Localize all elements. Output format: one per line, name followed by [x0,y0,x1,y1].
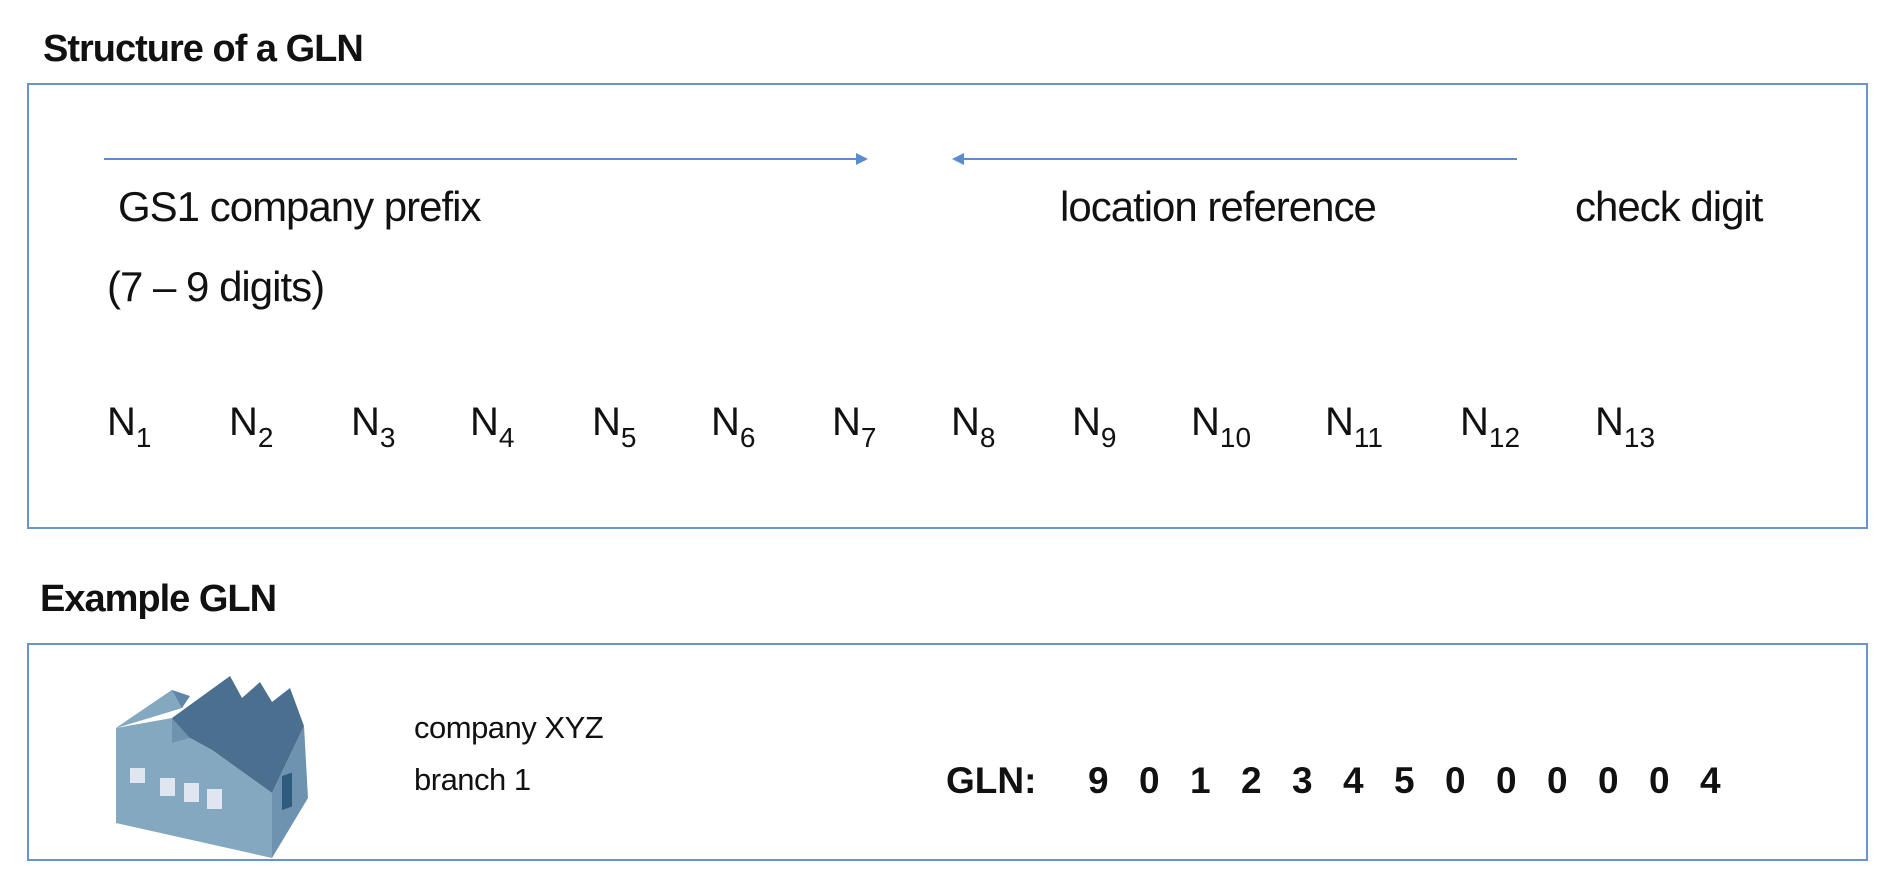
position-index: 12 [1488,422,1521,453]
position-letter: N [951,400,980,444]
position-index: 2 [257,422,274,453]
structure-box [27,83,1868,529]
position-letter: N [1072,400,1101,444]
digit-position: N11 [1325,402,1383,452]
location-reference-arrow [952,153,1517,165]
structure-title: Structure of a GLN [43,28,364,70]
digit-position: N3 [351,402,395,452]
company-prefix-label: GS1 company prefix [118,183,482,230]
position-letter: N [1460,400,1489,444]
position-letter: N [229,400,258,444]
digit-position: N1 [107,402,151,452]
position-index: 7 [860,422,877,453]
position-index: 4 [498,422,515,453]
digit-position: N13 [1595,402,1655,452]
gln-digit: 0 [1547,760,1568,801]
position-index: 6 [739,422,756,453]
gln-digit: 9 [1088,760,1109,801]
gln-digit: 1 [1190,760,1211,801]
gln-digit: 0 [1139,760,1160,801]
position-letter: N [711,400,740,444]
digit-position: N4 [470,402,514,452]
position-letter: N [107,400,136,444]
position-letter: N [1325,400,1354,444]
digit-position: N6 [711,402,755,452]
factory-icon [116,676,308,858]
gln-digit: 4 [1343,760,1364,801]
position-index: 3 [379,422,396,453]
position-letter: N [832,400,861,444]
digit-position: N9 [1072,402,1116,452]
position-letter: N [1595,400,1624,444]
gln-digit: 0 [1649,760,1670,801]
position-letter: N [1191,400,1220,444]
gln-digit: 0 [1598,760,1619,801]
gln-digit: 3 [1292,760,1313,801]
position-index: 5 [620,422,637,453]
position-letter: N [351,400,380,444]
company-prefix-arrow [104,153,868,165]
example-box [27,643,1868,861]
example-title: Example GLN [40,578,277,620]
digit-position: N2 [229,402,273,452]
digit-position: N12 [1460,402,1520,452]
digit-position: N5 [592,402,636,452]
gln-digit: 5 [1394,760,1415,801]
position-index: 8 [979,422,996,453]
digit-position: N8 [951,402,995,452]
location-reference-label: location reference [1060,183,1377,230]
position-index: 13 [1623,422,1656,453]
digit-position: N10 [1191,402,1251,452]
gln-digit: 4 [1700,760,1721,801]
gln-digit: 2 [1241,760,1262,801]
company-name: company XYZ [414,710,604,745]
position-index: 9 [1100,422,1117,453]
position-index: 10 [1219,422,1252,453]
position-index: 1 [135,422,152,453]
gln-digit: 0 [1496,760,1517,801]
position-letter: N [470,400,499,444]
check-digit-label: check digit [1575,183,1763,230]
gln-digit: 0 [1445,760,1466,801]
gln-label: GLN: [946,760,1037,801]
digit-position: N7 [832,402,876,452]
company-prefix-digits: (7 – 9 digits) [107,263,325,310]
position-index: 11 [1353,422,1383,453]
position-letter: N [592,400,621,444]
branch-label: branch 1 [414,762,531,797]
